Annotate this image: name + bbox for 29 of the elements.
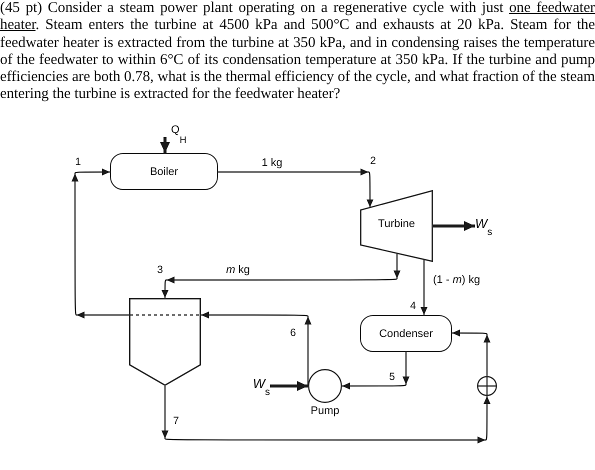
flow-arrow — [420, 260, 428, 315]
state-number: 7 — [173, 415, 179, 427]
flow-arrow — [162, 254, 400, 298]
crossed-circle-symbol — [477, 376, 497, 396]
state-number: 3 — [157, 264, 163, 276]
flow-arrow — [218, 168, 374, 208]
thick-arrow — [270, 381, 308, 391]
state-number: 2 — [370, 155, 376, 167]
edge-label: (1 - m) kg — [432, 274, 482, 287]
state-number: 4 — [410, 300, 416, 312]
boiler-box: Boiler — [110, 153, 218, 190]
thick-arrow — [160, 137, 170, 153]
heater-tank — [129, 298, 201, 386]
flow-arrow — [342, 352, 410, 390]
turbine-symbol: Turbine — [360, 190, 433, 262]
condenser-box: Condenser — [360, 315, 452, 352]
edge-label: 1 kg — [260, 157, 284, 170]
state-number: 6 — [290, 327, 296, 339]
edge-label: m kg — [225, 264, 251, 277]
flow-arrow — [452, 330, 490, 376]
flow-arrow — [72, 168, 129, 318]
state-number: 1 — [75, 156, 81, 168]
flow-arrow — [162, 386, 490, 444]
state-number: 5 — [389, 371, 395, 383]
work-label: W$_{s}$ — [252, 374, 270, 394]
thick-arrow — [433, 221, 475, 231]
work-label: W$_{s}$ — [475, 214, 492, 234]
question-text: (45 pt) Consider a steam power plant operating on a regenerative cycle with just one feedwater heater. Steam enters the turbine at 4500 kPa and 500°C and exhausts at 20 kPa. Steam for the feedwater heater is extracted from the turbine at 350 kPa, and in condensing raises the temperature of the feedwater to within 6°C of its condensation temperature at 350 kPa. If the turbine and pump efficiencies are both 0.78, what is the thermal efficiency of the cycle, and what fraction of the steam entering the turbine is extracted for the feedwater heater? — [0, 0, 595, 104]
flow-arrow — [201, 312, 312, 386]
